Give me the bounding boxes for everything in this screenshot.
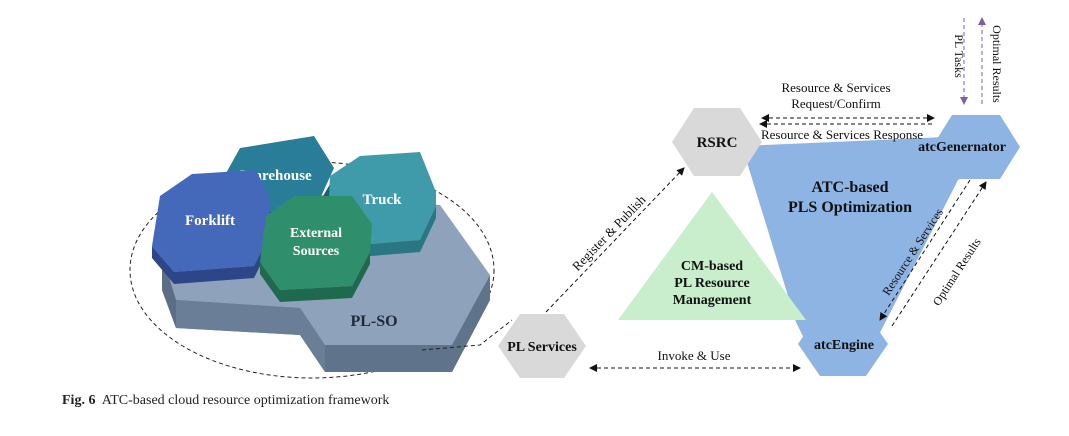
figure-caption: Fig. 6 ATC-based cloud resource optimiza…: [62, 393, 389, 409]
forklift-tile: [152, 170, 270, 284]
engine-optimal-arrow[interactable]: [891, 181, 987, 327]
pl-tasks-label: PL Tasks: [952, 34, 966, 78]
register-label: Register & Publish: [569, 192, 649, 274]
forklift-label: Forklift: [185, 213, 235, 229]
response-label: Resource & Services Response: [761, 127, 923, 142]
external-sources-tile: [260, 196, 372, 302]
caption-text: ATC-based cloud resource optimization fr…: [101, 393, 390, 408]
atc-engine-node[interactable]: [798, 312, 888, 376]
cm-resource-region: [618, 192, 806, 320]
engine-optimal-label: Optimal Results: [930, 235, 984, 308]
atc-engine-label: atcEngine: [814, 338, 874, 353]
atc-optimization-region: [742, 136, 1018, 372]
request-label-2: Request/Confirm: [791, 96, 881, 111]
invoke-label: Invoke & Use: [658, 348, 731, 363]
pl-services-label: PL Services: [507, 340, 577, 355]
optimal-results-top-label: Optimal Results: [990, 25, 1004, 103]
request-label-1: Resource & Services: [781, 80, 890, 95]
truck-label: Truck: [363, 192, 403, 208]
external-label-1: External: [290, 226, 342, 241]
atc-region-label-1: ATC-based: [811, 179, 888, 196]
register-publish-arrow[interactable]: [545, 167, 685, 313]
atc-generator-label: atcGenernator: [918, 140, 1006, 155]
cloud-connector-line: [421, 319, 513, 351]
caption-label: Fig. 6: [62, 393, 96, 408]
pl-services-node[interactable]: [498, 314, 586, 378]
cm-label-2: PL Resource: [674, 276, 750, 291]
cm-label-3: Management: [673, 293, 752, 308]
rsrc-label: RSRC: [697, 135, 738, 151]
external-label-2: Sources: [293, 244, 340, 259]
atc-region-label-2: PLS Optimization: [788, 199, 912, 216]
atc-generator-node[interactable]: [932, 115, 1020, 179]
rsrc-node[interactable]: [672, 108, 762, 176]
pl-so-label: PL-SO: [350, 313, 397, 330]
cm-label-1: CM-based: [681, 259, 743, 274]
